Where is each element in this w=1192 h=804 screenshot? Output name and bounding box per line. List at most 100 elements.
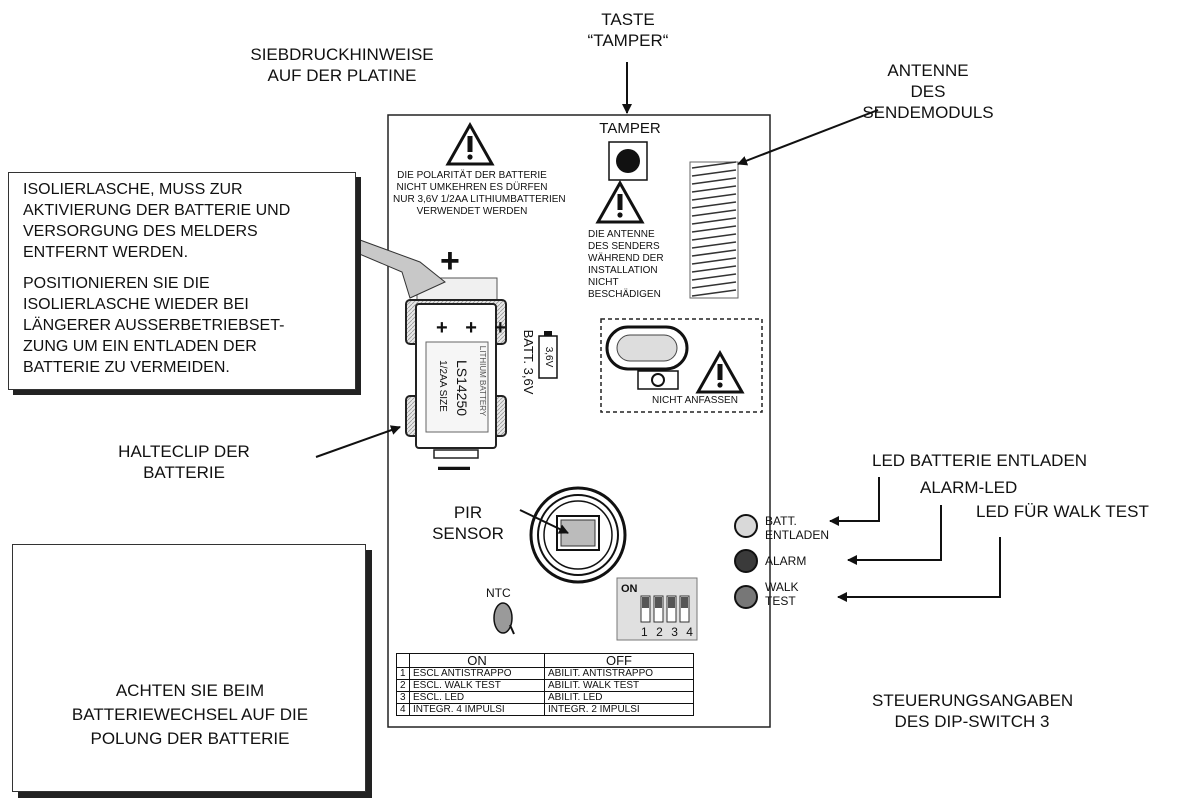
battery-clip-line: HALTECLIP DER: [118, 442, 250, 461]
board-line: DIE ANTENNE: [588, 229, 655, 240]
note-line: VERSORGUNG DES MELDERS: [23, 223, 258, 240]
dip-info-callout: STEUERUNGSANGABEN DES DIP-SWITCH 3: [872, 690, 1074, 732]
ntc-label: NTC: [486, 586, 511, 600]
battery-polarity-warning: DIE POLARITÄT DER BATTERIE NICHT UMKEHRE…: [393, 170, 566, 218]
antenna-callout: ANTENNE DES SENDEMODULS: [848, 60, 1008, 123]
pir-callout: PIR SENSOR: [422, 502, 514, 544]
board-line: BESCHÄDIGEN: [588, 289, 661, 300]
tamper-button-icon: [616, 149, 640, 173]
dip-table-corner: [396, 653, 410, 668]
silkscreen-callout: SIEBDRUCKHINWEISE AUF DER PLATINE: [222, 44, 462, 86]
antenna-line: SENDEMODULS: [862, 103, 994, 122]
warning-triangle-icon: [445, 121, 495, 166]
led-battery-icon: [734, 514, 758, 538]
dip-table-header-off: OFF: [544, 653, 694, 668]
dip-table-cell: 2: [396, 679, 410, 692]
dip-number: 2: [656, 625, 663, 639]
dip-info-line: DES DIP-SWITCH 3: [894, 712, 1050, 731]
batt-voltage-label: BATT. 3,6V: [521, 329, 536, 395]
board-line: ENTLADEN: [765, 528, 830, 542]
antenna-line: DES: [910, 82, 946, 101]
led-alarm-label: ALARM: [765, 554, 807, 568]
pir-sensor: [529, 486, 627, 584]
do-not-touch-warning-icon: [695, 349, 745, 394]
board-line: TEST: [765, 594, 796, 608]
note-line: ZUNG UM EIN ENTLADEN DER: [23, 338, 257, 355]
table-row: 1 ESCL ANTISTRAPPO ABILIT. ANTISTRAPPO: [396, 667, 694, 680]
isolating-tab-note: ISOLIERLASCHE, MUSS ZUR AKTIVIERUNG DER …: [8, 172, 356, 390]
silkscreen-line: AUF DER PLATINE: [267, 66, 417, 85]
led-alarm-icon: [734, 549, 758, 573]
board-line: NICHT: [588, 277, 619, 288]
minus-symbol: —: [438, 448, 470, 484]
dip-on-label: ON: [621, 583, 638, 595]
board-line: INSTALLATION: [588, 265, 658, 276]
battery-clip-line: BATTERIE: [143, 463, 225, 482]
dip-number: 1: [641, 625, 648, 639]
dip-table-cell: ABILIT. WALK TEST: [544, 679, 694, 692]
dip-table-header-on: ON: [409, 653, 545, 668]
led-alarm-callout: ALARM-LED: [920, 478, 1018, 497]
battery-holder: [405, 277, 507, 459]
led-walktest-icon: [734, 585, 758, 609]
led-walk-callout: LED FÜR WALK TEST: [976, 502, 1149, 521]
dip-table-cell: INTEGR. 4 IMPULSI: [409, 703, 545, 716]
antenna-warning: DIE ANTENNE DES SENDERS WÄHREND DER INST…: [588, 229, 680, 301]
tamper-label: TAMPER: [599, 120, 661, 137]
silkscreen-line: SIEBDRUCKHINWEISE: [250, 45, 434, 64]
note-line: ENTFERNT WERDEN.: [23, 244, 189, 261]
plus-symbol: +: [440, 242, 460, 280]
table-row: 3 ESCL. LED ABILIT. LED: [396, 691, 694, 704]
tamper-key-line: TASTE: [601, 10, 655, 29]
board-line: NUR 3,6V 1/2AA LITHIUMBATTERIEN: [393, 194, 566, 205]
warning-line: BATTERIEWECHSEL AUF DIE: [71, 705, 309, 724]
leader-lines: [315, 62, 1001, 602]
led-walk-label: WALK TEST: [765, 580, 799, 608]
battery-plus-row: + + +: [436, 317, 513, 339]
pir-line: PIR: [453, 503, 483, 522]
board-line: DES SENDERS: [588, 241, 660, 252]
tamper-key-line: “TAMPER“: [587, 31, 669, 50]
board-line: WALK: [765, 580, 799, 594]
tamper-key-callout: TASTE “TAMPER“: [580, 9, 676, 51]
board-line: NICHT UMKEHREN ES DÜRFEN: [396, 182, 548, 193]
dip-number-row: 1 2 3 4: [641, 626, 693, 638]
battery-size-label: 1/2AA SIZE: [437, 360, 448, 412]
dip-table-header-row: ON OFF: [396, 653, 694, 668]
led-batt-callout: LED BATTERIE ENTLADEN: [872, 451, 1088, 470]
do-not-touch-label: NICHT ANFASSEN: [652, 395, 738, 406]
dip-table-cell: ABILIT. LED: [544, 691, 694, 704]
dip-table-cell: ESCL. LED: [409, 691, 545, 704]
battery-type-label: LITHIUM BATTERY: [478, 345, 487, 417]
polarity-warning-box: ACHTEN SIE BEIM BATTERIEWECHSEL AUF DIE …: [12, 544, 366, 792]
dip-table-cell: ESCL ANTISTRAPPO: [409, 667, 545, 680]
board-line: DIE POLARITÄT DER BATTERIE: [397, 170, 547, 181]
dip-switch-levers: [640, 595, 690, 623]
dip-number: 3: [671, 625, 678, 639]
pir-line: SENSOR: [432, 524, 504, 543]
dip-table-cell: INTEGR. 2 IMPULSI: [544, 703, 694, 716]
ntc-thermistor-icon: [493, 602, 513, 634]
table-row: 4 INTEGR. 4 IMPULSI INTEGR. 2 IMPULSI: [396, 703, 694, 716]
battery-model-label: LS14250: [454, 359, 470, 417]
dip-table-cell: 1: [396, 667, 410, 680]
led-batt-label: BATT. ENTLADEN: [765, 514, 829, 542]
dip-table-cell: ESCL. WALK TEST: [409, 679, 545, 692]
warning-line: POLUNG DER BATTERIE: [90, 729, 290, 748]
note-line: AKTIVIERUNG DER BATTERIE UND: [23, 202, 291, 219]
board-line: WÄHREND DER: [588, 253, 664, 264]
note-line: ISOLIERLASCHE WIEDER BEI: [23, 296, 249, 313]
antenna-coil: [689, 161, 739, 299]
dip-info-line: STEUERUNGSANGABEN: [872, 691, 1074, 710]
note-line: ISOLIERLASCHE, MUSS ZUR: [23, 181, 243, 198]
note-line: LÄNGERER AUSSERBETRIEBSET-: [23, 317, 285, 334]
board-line: VERWENDET WERDEN: [416, 206, 528, 217]
dip-switch-table: ON OFF 1 ESCL ANTISTRAPPO ABILIT. ANTIST…: [396, 653, 694, 716]
antenna-warning-triangle-icon: [595, 179, 645, 224]
batt-small-label: 3,6V: [543, 346, 554, 368]
dip-number: 4: [686, 625, 693, 639]
dip-table-cell: ABILIT. ANTISTRAPPO: [544, 667, 694, 680]
note-line: POSITIONIEREN SIE DIE: [23, 275, 210, 292]
